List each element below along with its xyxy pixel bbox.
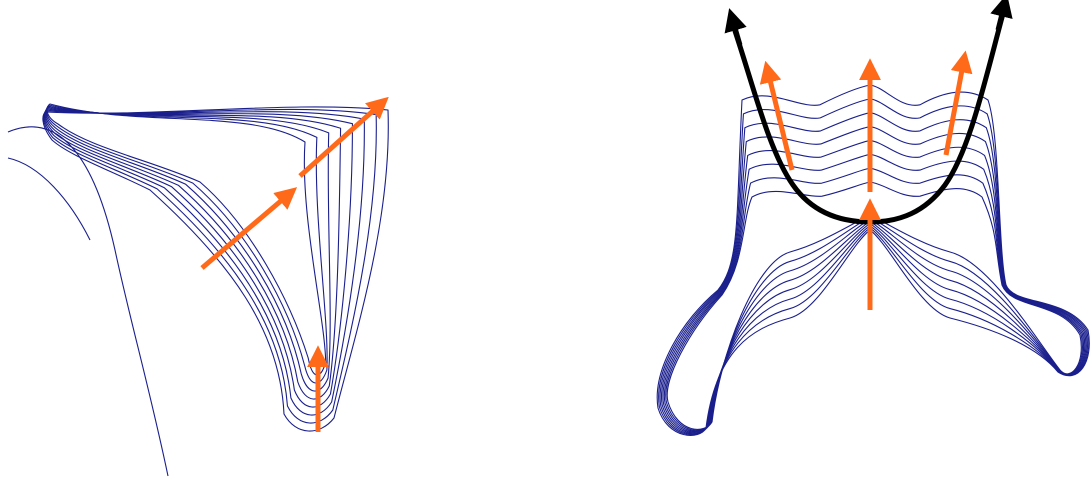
- body-outline-inner: [8, 158, 90, 240]
- right-panel: [657, 10, 1089, 435]
- contour-line: [47, 104, 326, 375]
- opening-arrow-head-left: [735, 28, 740, 45]
- contour-line: [43, 107, 388, 431]
- body-outline: [8, 127, 168, 476]
- contour-line: [43, 109, 376, 423]
- growth-arrow: [946, 70, 962, 155]
- left-contour-lines: [43, 104, 388, 431]
- contour-line: [664, 154, 1083, 431]
- growth-arrow: [202, 200, 282, 268]
- growth-arrow: [770, 80, 792, 170]
- contour-line: [659, 99, 1088, 435]
- contour-line: [657, 85, 1089, 435]
- left-arrows: [202, 110, 374, 432]
- right-arrows: [732, 10, 1004, 310]
- left-panel: [8, 104, 388, 476]
- contour-line: [45, 109, 353, 407]
- contour-line: [660, 113, 1087, 434]
- right-contour-lines: [657, 85, 1089, 435]
